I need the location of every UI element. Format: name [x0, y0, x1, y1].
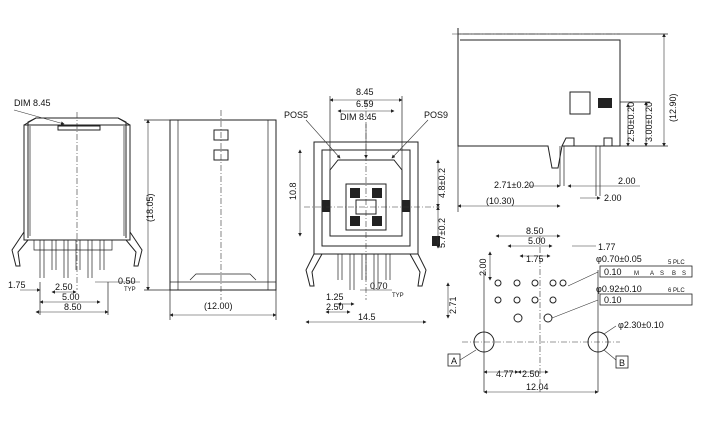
dim-label: POS5: [284, 110, 308, 120]
fc-mod: S: [682, 271, 686, 277]
dim-label: 5.00: [62, 292, 80, 302]
position-tol: 0.10: [604, 295, 622, 305]
dim-label: 2.50: [326, 302, 344, 312]
dim-label: POS9: [424, 110, 448, 120]
dim-label: 2.00: [618, 176, 636, 186]
hole-callout: φ2.30±0.10: [618, 320, 664, 330]
dim-label: TYP: [124, 287, 136, 293]
dim-label: 1.77: [598, 242, 616, 252]
dim-label: DIM 8.45: [340, 112, 377, 122]
view-front-opening: POS5 POS9 DIM 8.45 8.45 6.59 10.8 4.8±0.…: [284, 87, 448, 324]
dim-label: (10.30): [486, 196, 515, 206]
hole-callout: φ0.70±0.05: [596, 254, 642, 264]
view-pcb-footprint: 8.50 5.00 1.75 1.77 2.00 2.71 4.77 2.50 …: [446, 226, 693, 394]
dim-label: 14.5: [358, 312, 376, 322]
dim-label: 4.8±0.2: [437, 168, 447, 198]
dim-label: 5.00: [528, 236, 546, 246]
datum-a-label: A: [451, 356, 457, 366]
dim-label: 12.04: [526, 382, 549, 392]
fc-datum: A: [650, 271, 654, 277]
view-side-middle: (18.05) (12.00): [144, 110, 277, 320]
dim-label: (12.90): [668, 93, 678, 122]
dim-label: 10.8: [288, 182, 298, 200]
dim-label: 0.50: [118, 276, 136, 286]
dim-label: 6.59: [356, 99, 374, 109]
view-side-left: DIM 8.45 1.75 2.50 5.00 8.50 0.50 TYP: [8, 98, 143, 315]
hole-callout-note: 5 PLC: [668, 260, 685, 266]
dim-label: 8.45: [356, 87, 374, 97]
dim-label: 3.00±0.20: [644, 102, 654, 142]
pcb-holes: [473, 279, 609, 353]
dim-label: 2.71: [448, 296, 458, 314]
dim-label: DIM 8.45: [14, 98, 51, 108]
dim-label: (18.05): [145, 193, 155, 222]
fc-mod: S: [660, 271, 664, 277]
dim-label: 8.50: [64, 302, 82, 312]
fc-mod: M: [634, 271, 639, 277]
dim-label: (12.00): [204, 301, 233, 311]
view-right-side: (12.90) 3.00±0.20 2.50±0.20 2.71±0.20 2.…: [452, 28, 678, 212]
dim-label: 8.50: [526, 226, 544, 236]
dim-label: 0.70: [370, 281, 388, 291]
dim-label: 2.71±0.20: [494, 180, 534, 190]
dim-label: 5.7±0.2: [437, 218, 447, 248]
hole-callout: φ0.92±0.10: [596, 284, 642, 294]
datum-b-label: B: [619, 358, 625, 368]
dim-label: 2.50: [522, 369, 540, 379]
dim-label: 2.00: [478, 258, 488, 276]
dim-label: TYP: [392, 293, 404, 299]
dim-label: 4.77: [496, 369, 514, 379]
fc-datum: B: [672, 271, 676, 277]
dim-label: 2.50: [55, 282, 73, 292]
position-tol: 0.10: [604, 267, 622, 277]
dim-label: 1.75: [8, 280, 26, 290]
dim-label: 1.25: [326, 292, 344, 302]
hole-callout-note: 6 PLC: [668, 288, 685, 294]
dim-label: 2.50±0.20: [626, 102, 636, 142]
dim-label: 2.00: [604, 193, 622, 203]
dim-label: 1.75: [526, 254, 544, 264]
